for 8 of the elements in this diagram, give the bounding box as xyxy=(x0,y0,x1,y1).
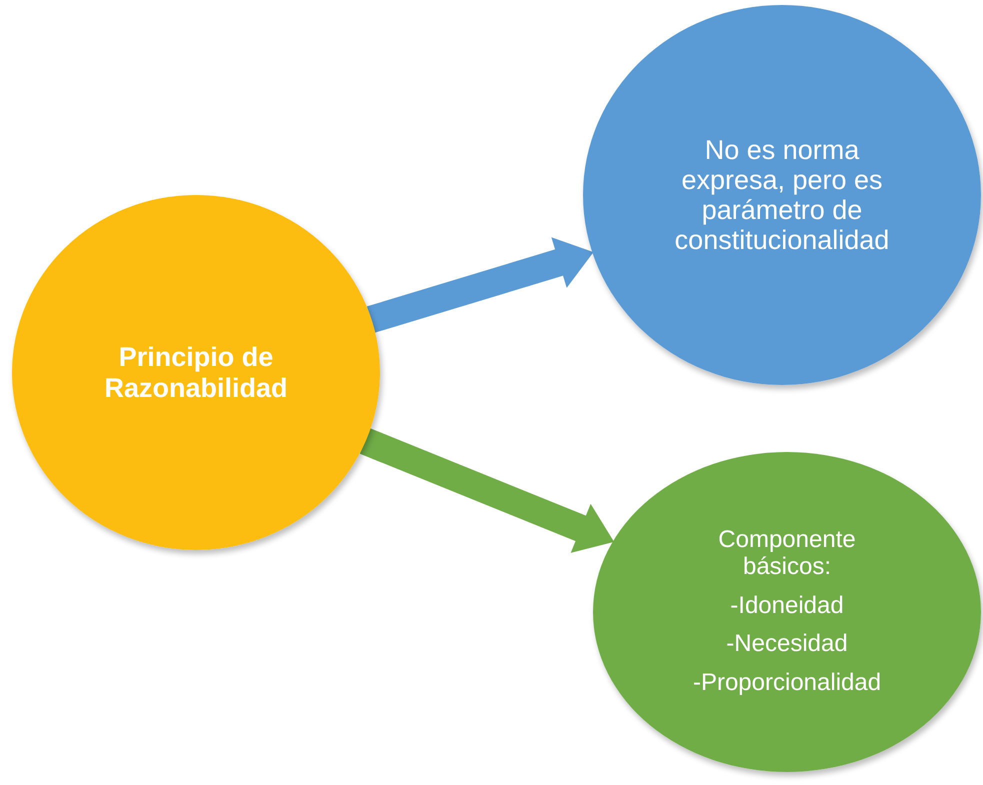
block-arrow xyxy=(366,237,594,333)
node-text: No es norma expresa, pero es parámetro de constitucionalidad xyxy=(674,134,890,256)
node-text: -Idoneidad xyxy=(730,592,844,620)
node-text: -Necesidad xyxy=(726,631,848,658)
node-text: Principio de Razonabilidad xyxy=(103,342,288,403)
node-text: -Proporcionalidad xyxy=(692,670,882,698)
block-arrow xyxy=(360,428,614,553)
node-text: Componente básicos: xyxy=(717,526,857,581)
